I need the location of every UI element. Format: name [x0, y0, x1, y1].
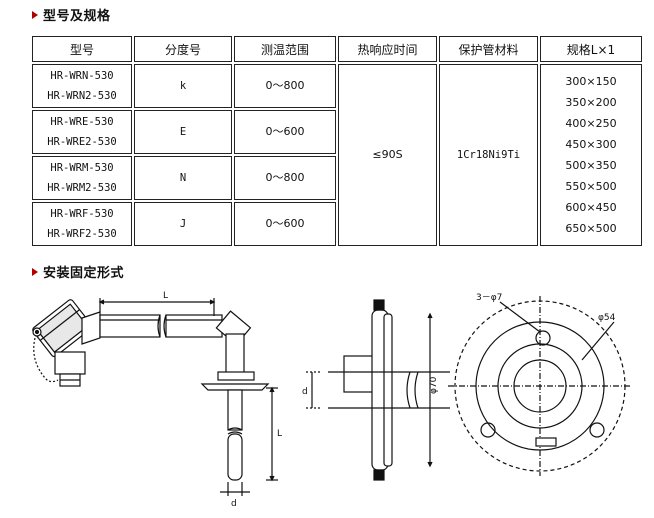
dim-label-phi70: φ70 — [429, 376, 439, 394]
section-title-mounting-text: 安装固定形式 — [43, 266, 125, 281]
dim-label-d-side: d — [302, 387, 308, 397]
col-header-grade: 分度号 — [134, 36, 232, 62]
size-item: 650×500 — [565, 221, 617, 235]
table-row-range: 0～600 — [234, 202, 336, 246]
arrow-bullet-icon — [32, 268, 38, 276]
section-title-mounting: 安装固定形式 — [32, 262, 124, 281]
size-item: 300×150 — [565, 74, 617, 88]
flange-front-view — [448, 296, 632, 476]
col-header-size: 规格L×1 — [540, 36, 642, 62]
table-row-range: 0～800 — [234, 64, 336, 108]
table-row-grade: k — [134, 64, 232, 108]
thermocouple-side-view — [32, 298, 278, 496]
col-header-model: 型号 — [32, 36, 132, 62]
dim-label-l-top: L — [163, 291, 168, 301]
dim-label-holes: 3－φ7 — [476, 293, 502, 303]
sizes-cell: 300×150 350×200 400×250 450×300 500×350 … — [540, 64, 642, 246]
dim-label-l-vertical: L — [277, 429, 282, 439]
table-row-grade: J — [134, 202, 232, 246]
col-header-material: 保护管材料 — [439, 36, 538, 62]
table-row-grade: N — [134, 156, 232, 200]
spec-table: 型号 分度号 测温范围 热响应时间 保护管材料 规格L×1 HR-WRN-530… — [32, 36, 642, 246]
section-title-specs-text: 型号及规格 — [43, 9, 111, 24]
size-item: 500×350 — [565, 158, 617, 172]
size-item: 600×450 — [565, 200, 617, 214]
size-item: 550×500 — [565, 179, 617, 193]
size-item: 350×200 — [565, 95, 617, 109]
col-header-range: 测温范围 — [234, 36, 336, 62]
flange-side-view — [306, 299, 450, 481]
dim-label-d-bottom: d — [231, 499, 237, 509]
col-header-response: 热响应时间 — [338, 36, 437, 62]
table-row-grade: E — [134, 110, 232, 154]
size-item: 400×250 — [565, 116, 617, 130]
response-time-cell: ≤90S — [338, 64, 437, 246]
size-item: 450×300 — [565, 137, 617, 151]
material-cell: 1Cr18Ni9Ti — [439, 64, 538, 246]
arrow-bullet-icon — [32, 11, 38, 19]
dim-label-phi54: φ54 — [598, 313, 616, 323]
section-title-specs: 型号及规格 — [32, 5, 111, 24]
table-row-range: 0～600 — [234, 110, 336, 154]
table-row-range: 0～800 — [234, 156, 336, 200]
